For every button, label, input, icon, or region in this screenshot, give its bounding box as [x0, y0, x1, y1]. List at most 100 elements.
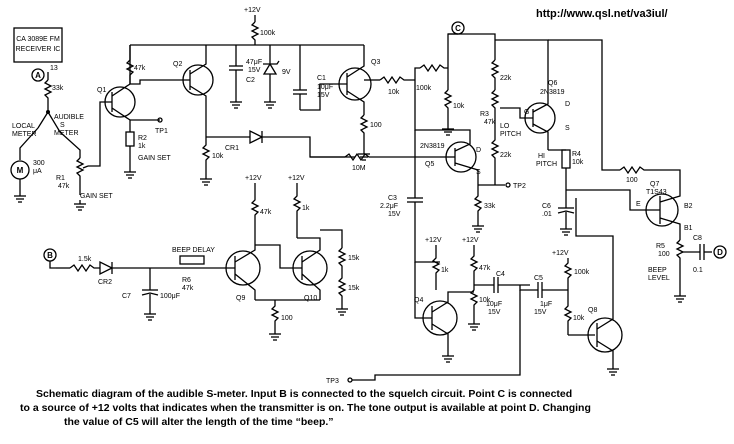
resistor-47k-q9 [250, 183, 260, 238]
r3-value: 47k [484, 119, 496, 126]
resistor-100k-q3 [419, 63, 448, 73]
schematic-diagram: CA 3089E FM RECEIVER IC A 13 33k AUDIBLE… [10, 7, 727, 385]
meter-m-label: M [17, 166, 24, 175]
c5-voltage: 15V [534, 309, 547, 316]
resistor-15k-2 [337, 274, 347, 305]
plus12v-q10-label: +12V [288, 175, 305, 182]
c7-label: C7 [122, 293, 131, 300]
r4-label: R4 [572, 151, 581, 158]
pin-13-label: 13 [50, 65, 58, 72]
source-url: http://www.qsl.net/va3iul/ [536, 8, 668, 20]
resistor-100-q7 [619, 165, 681, 190]
resistor-10k-q5 [443, 89, 453, 125]
resistor-100-q9q10 [270, 300, 280, 330]
audible-label-2: S [60, 122, 65, 129]
c1-voltage: 15V [317, 92, 330, 99]
q3-label: Q3 [371, 59, 380, 66]
plus12v-top-label: +12V [244, 7, 261, 14]
point-d-marker [713, 245, 727, 259]
c1-label: C1 [317, 75, 326, 82]
r10k-q4-label: 10k [479, 297, 491, 304]
r4-pitch-label: PITCH [536, 161, 557, 168]
q7-type: T1S43 [646, 189, 667, 196]
r22k-b-label: 22k [500, 152, 512, 159]
q7-label: Q7 [650, 181, 659, 188]
c8-label: C8 [693, 235, 702, 242]
plus12v-q8-label: +12V [552, 250, 569, 257]
r1k-q10-label: 1k [302, 205, 310, 212]
audible-label-3: METER [54, 130, 79, 137]
resistor-1k-q4 [431, 245, 441, 290]
q6-label: Q6 [548, 80, 557, 87]
r100-q3-label: 100 [370, 122, 382, 129]
meter-select-switch [37, 111, 49, 129]
r10k-q3-label: 10k [388, 89, 400, 96]
c5-value: 1μF [540, 301, 552, 308]
r100k-top-label: 100k [260, 30, 276, 37]
q5-label: Q5 [425, 161, 434, 168]
r100-q9q10-label: 100 [281, 315, 293, 322]
zener-diode-9v [262, 62, 278, 75]
resistor-22k-b [490, 130, 500, 170]
figure-caption: Schematic diagram of the audible S-meter… [20, 387, 720, 429]
resistor-10k-q4 [469, 280, 479, 320]
r100-q7-label: 100 [626, 177, 638, 184]
tp3-label: TP3 [326, 378, 339, 385]
point-a-marker [31, 68, 45, 82]
resistor-1k-q10 [292, 183, 302, 238]
plus12v-q4a-label: +12V [425, 237, 442, 244]
resistor-22k-a [490, 59, 500, 90]
point-c-label: C [455, 24, 461, 33]
resistor-47k-q1 [125, 45, 135, 84]
c2-voltage: 15V [248, 67, 261, 74]
resistor-10k-q8 [563, 290, 573, 335]
c4-voltage: 15V [488, 309, 501, 316]
q9-label: Q9 [236, 295, 245, 302]
q4-label: Q4 [414, 297, 423, 304]
q1-label: Q1 [97, 87, 106, 94]
r1-value: 47k [58, 183, 70, 190]
zener-9v-label: 9V [282, 69, 291, 76]
r5-value: 100 [658, 251, 670, 258]
r3-pitch-label: PITCH [500, 131, 521, 138]
pot-r6 [179, 255, 205, 265]
c1-value: 10μF [317, 84, 333, 91]
q6-type: 2N3819 [540, 89, 565, 96]
c2-label: C2 [246, 77, 255, 84]
c4-label: C4 [496, 271, 505, 278]
r47k-q1-label: 47k [134, 65, 146, 72]
transistor-q8 [587, 317, 623, 353]
resistor-10k-q2 [201, 140, 211, 175]
diode-cr1 [249, 129, 264, 145]
beep-level-label-2: LEVEL [648, 275, 670, 282]
q7-pin-b1: B1 [684, 225, 693, 232]
c3-value: 2.2μF [380, 203, 398, 210]
q5-pin-d: D [476, 147, 481, 154]
resistor-47k-q4 [469, 245, 479, 280]
c6-label: C6 [542, 203, 551, 210]
r47k-q4-label: 47k [479, 265, 491, 272]
plus12v-q9-label: +12V [245, 175, 262, 182]
r6-label: R6 [182, 277, 191, 284]
r6-value: 47k [182, 285, 194, 292]
pot-r4 [561, 149, 571, 169]
local-meter-label-2: METER [12, 131, 37, 138]
q7-pin-b2: B2 [684, 203, 693, 210]
resistor-33k-a [43, 79, 53, 112]
plus12v-q4b-label: +12V [462, 237, 479, 244]
r10k-q2-label: 10k [212, 153, 224, 160]
cr2-label: CR2 [98, 279, 112, 286]
beep-level-label-1: BEEP [648, 267, 667, 274]
r2-label: R2 [138, 135, 147, 142]
r33k-a-label: 33k [52, 85, 64, 92]
beep-delay-label: BEEP DELAY [172, 247, 215, 254]
q2-label: Q2 [173, 61, 182, 68]
resistor-100-q3 [359, 114, 369, 150]
r10k-q5-label: 10k [453, 103, 465, 110]
resistor-10k-q3 [379, 75, 415, 85]
c6-value: .01 [542, 211, 552, 218]
r15k-b-label: 1.5k [78, 256, 92, 263]
gain-set-r1-label: GAIN SET [80, 193, 113, 200]
receiver-ic-label-1: CA 3089E FM [16, 36, 60, 43]
point-d-label: D [717, 248, 723, 257]
